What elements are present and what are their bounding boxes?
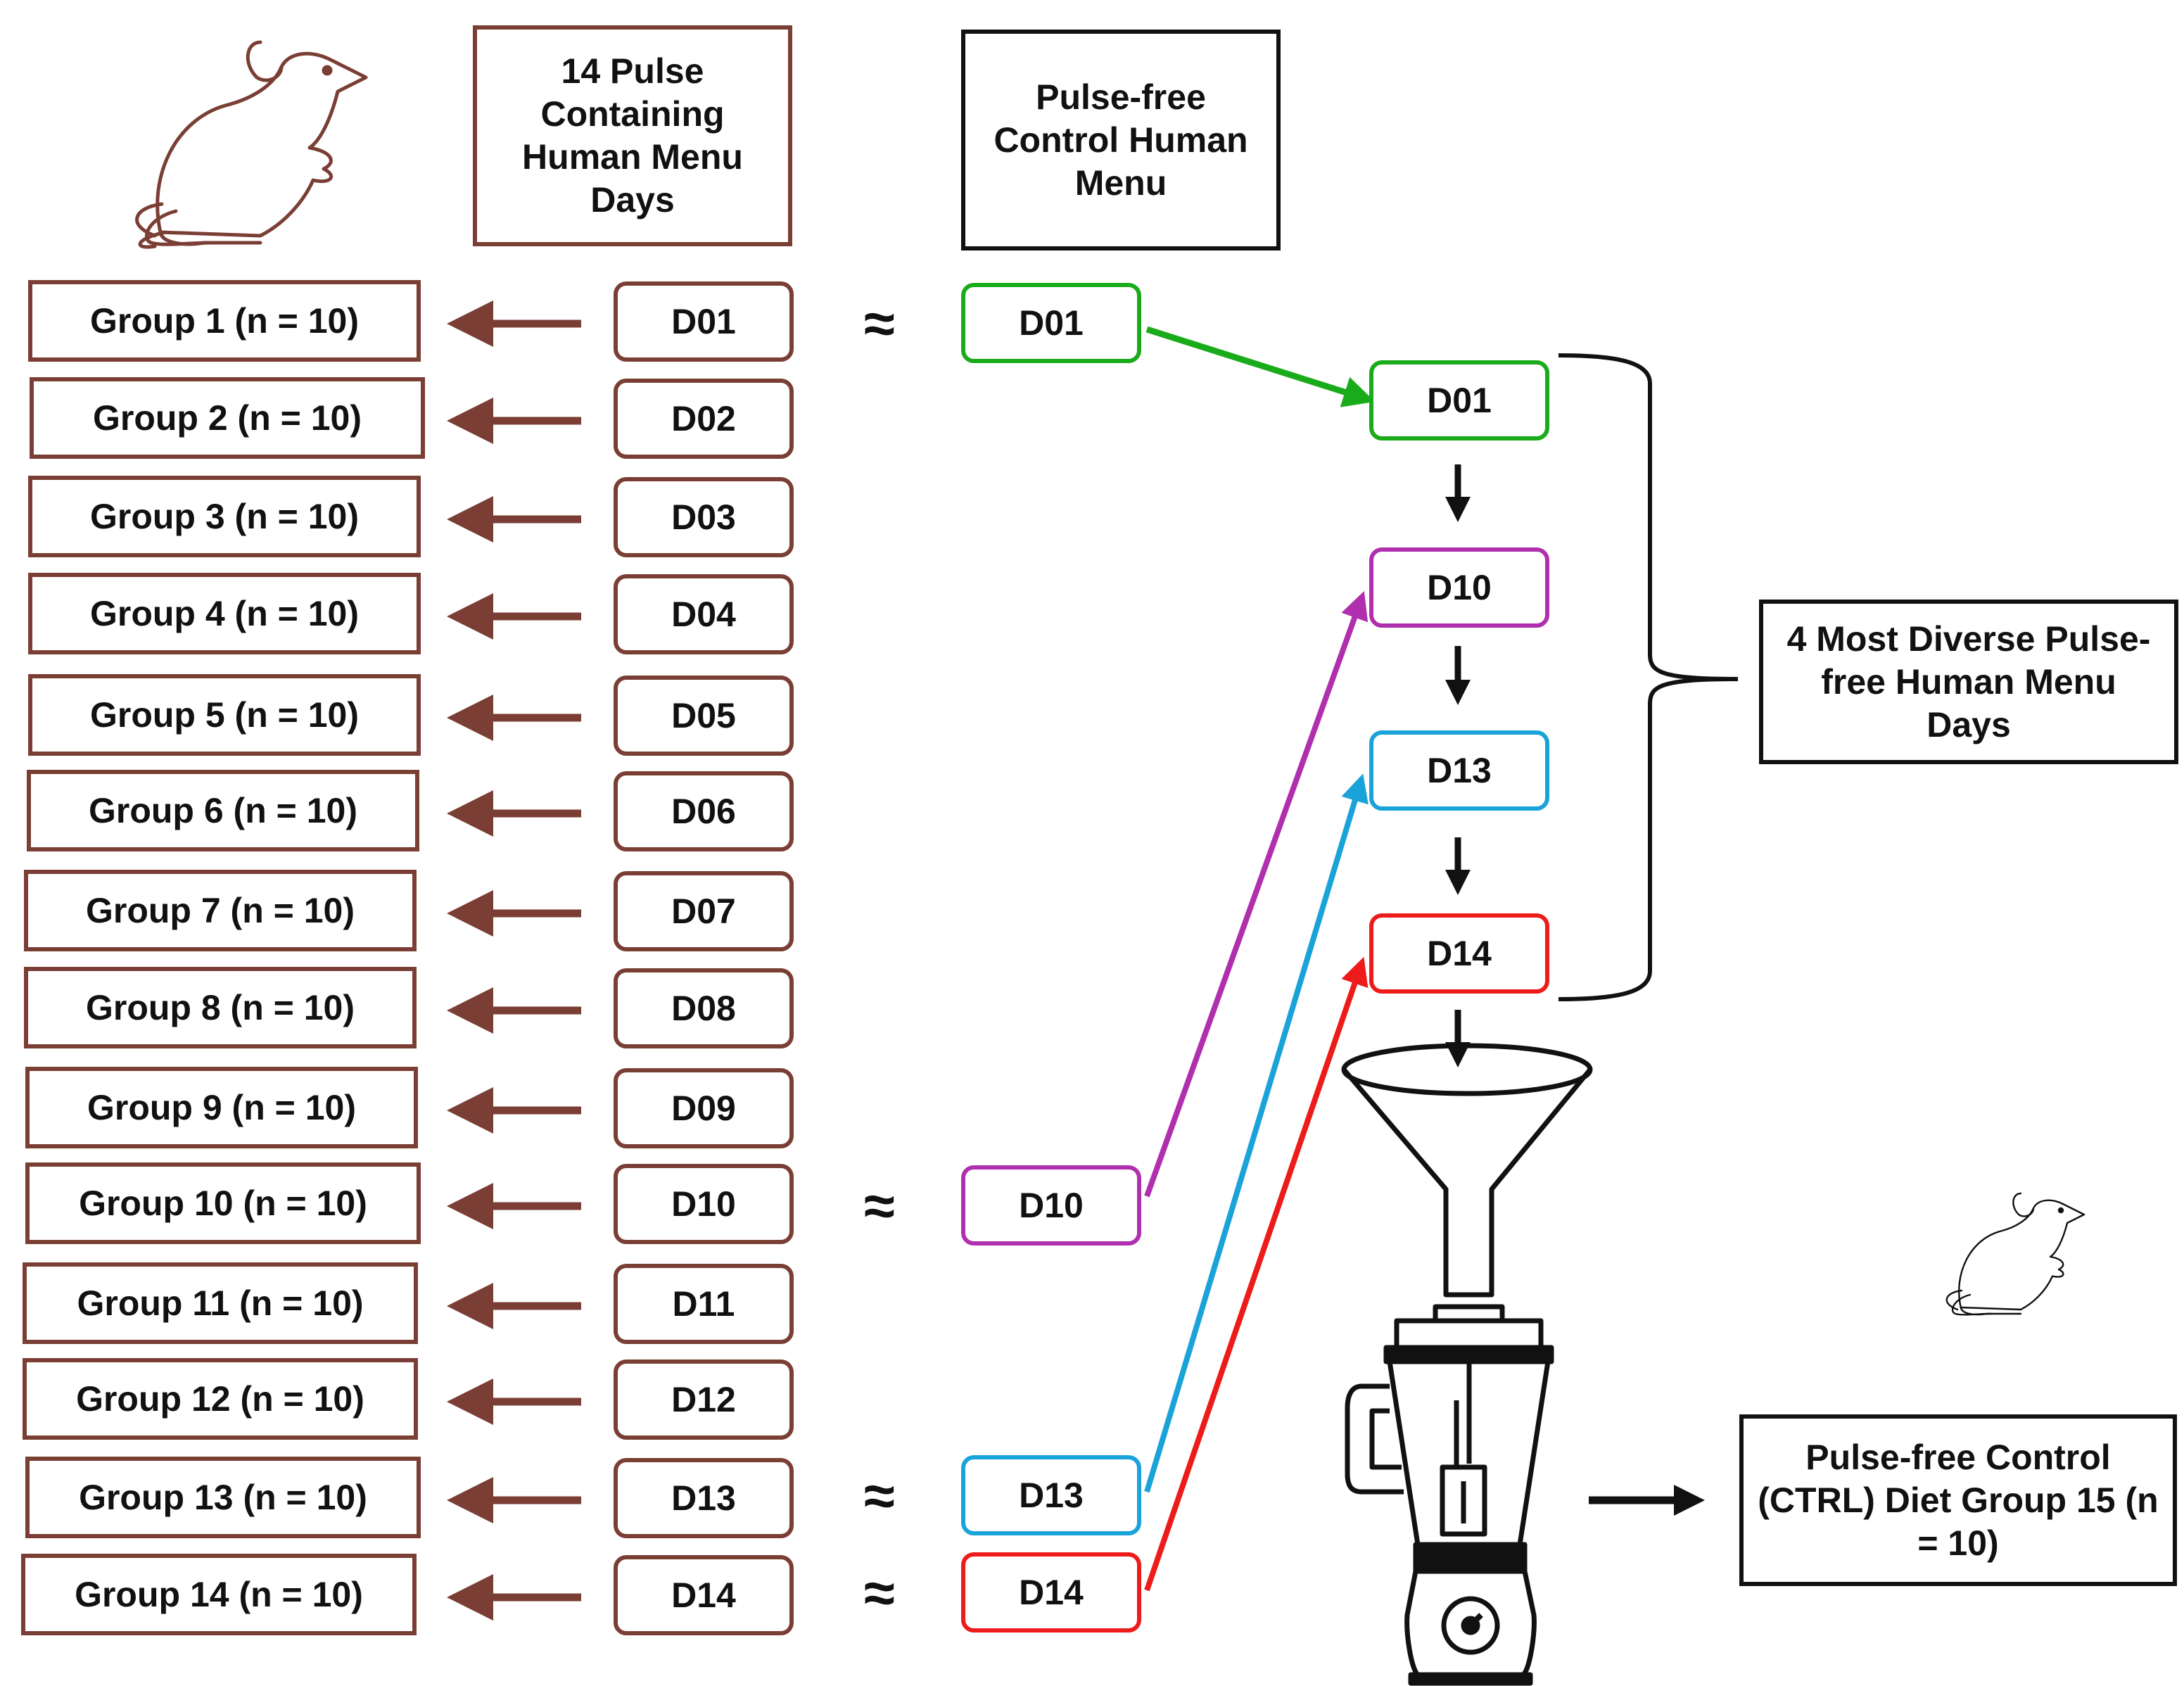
pulse-day-label: D05 [671, 695, 736, 735]
group-label: Group 5 (n = 10) [89, 695, 359, 735]
pulse-day-box: D01 [614, 281, 794, 362]
group-box: Group 8 (n = 10) [24, 967, 417, 1048]
diverse-day-box: D01 [1369, 360, 1549, 440]
diverse-day-box: D10 [1369, 547, 1549, 628]
connector-arrow-d14 [1144, 956, 1369, 1592]
control-day-label: D01 [1019, 303, 1084, 343]
pulse-day-box: D08 [614, 968, 794, 1048]
pulse-day-label: D08 [671, 988, 736, 1028]
diverse-day-box: D13 [1369, 730, 1549, 811]
pulse-day-label: D06 [671, 791, 736, 831]
diverse-days-label: 4 Most Diverse Pulse-free Human Menu Day… [1759, 600, 2178, 764]
approx-symbol: ≈ [864, 1174, 895, 1237]
pulse-day-box: D09 [614, 1068, 794, 1148]
mouse-icon [1945, 1192, 2085, 1316]
group-label: Group 1 (n = 10) [89, 300, 359, 341]
pulse-day-label: D01 [671, 301, 736, 341]
group-box: Group 5 (n = 10) [28, 674, 421, 756]
group-box: Group 14 (n = 10) [21, 1554, 417, 1635]
diverse-day-label: D13 [1427, 750, 1492, 790]
group-label: Group 10 (n = 10) [79, 1183, 367, 1223]
brace [1558, 353, 1739, 1001]
pulse-menu-header-text: 14 Pulse Containing Human Menu Days [522, 51, 743, 220]
pulse-day-box: D11 [614, 1264, 794, 1344]
connector-arrow-d10 [1144, 590, 1369, 1198]
control-menu-header: Pulse-free Control Human Menu [961, 30, 1281, 251]
control-day-label: D13 [1019, 1475, 1084, 1515]
group-label: Group 4 (n = 10) [89, 593, 359, 633]
pulse-day-to-group-arrows [447, 300, 581, 1621]
pulse-day-label: D09 [671, 1088, 736, 1128]
diverse-days-label-text: 4 Most Diverse Pulse-free Human Menu Day… [1786, 619, 2151, 744]
approx-symbol: ≈ [864, 1561, 895, 1624]
pulse-menu-header: 14 Pulse Containing Human Menu Days [473, 25, 792, 246]
group-label: Group 11 (n = 10) [77, 1283, 364, 1323]
pulse-day-label: D02 [671, 398, 736, 438]
pulse-day-label: D11 [672, 1283, 735, 1324]
group-box: Group 6 (n = 10) [27, 770, 419, 851]
group-label: Group 14 (n = 10) [75, 1574, 363, 1614]
pulse-day-box: D03 [614, 477, 794, 557]
group-box: Group 1 (n = 10) [28, 280, 421, 362]
pulse-day-box: D02 [614, 379, 794, 459]
ctrl-diet-label: Pulse-free Control (CTRL) Diet Group 15 … [1739, 1414, 2177, 1586]
pulse-day-box: D05 [614, 676, 794, 756]
group-box: Group 3 (n = 10) [28, 476, 421, 557]
control-day-box: D01 [961, 283, 1141, 363]
pulse-day-box: D12 [614, 1359, 794, 1440]
connector-arrow-d01 [1145, 326, 1376, 407]
group-label: Group 8 (n = 10) [85, 987, 355, 1027]
pulse-day-box: D07 [614, 871, 794, 951]
pulse-day-label: D14 [671, 1575, 736, 1615]
mouse-icon [135, 40, 368, 249]
control-day-box: D10 [961, 1165, 1141, 1246]
group-box: Group 12 (n = 10) [23, 1358, 418, 1440]
approx-symbol: ≈ [864, 292, 895, 355]
control-day-label: D14 [1019, 1572, 1084, 1612]
group-label: Group 7 (n = 10) [85, 890, 355, 930]
diverse-day-label: D10 [1427, 567, 1492, 607]
pulse-day-box: D04 [614, 574, 794, 654]
control-menu-header-text: Pulse-free Control Human Menu [993, 77, 1248, 203]
control-day-box: D14 [961, 1552, 1141, 1633]
group-box: Group 7 (n = 10) [24, 870, 417, 951]
group-box: Group 13 (n = 10) [25, 1457, 421, 1538]
group-label: Group 12 (n = 10) [76, 1378, 364, 1419]
pulse-day-box: D13 [614, 1458, 794, 1538]
pulse-day-label: D13 [671, 1478, 736, 1518]
group-label: Group 3 (n = 10) [89, 496, 359, 536]
pulse-day-label: D07 [671, 891, 736, 931]
pulse-day-box: D06 [614, 771, 794, 851]
pulse-day-label: D03 [671, 497, 736, 537]
ctrl-diet-label-text: Pulse-free Control (CTRL) Diet Group 15 … [1758, 1437, 2159, 1563]
group-box: Group 11 (n = 10) [23, 1262, 418, 1344]
approx-symbol: ≈ [864, 1464, 895, 1527]
group-label: Group 2 (n = 10) [92, 398, 362, 438]
pulse-day-label: D10 [671, 1184, 736, 1224]
group-label: Group 13 (n = 10) [79, 1477, 367, 1517]
pulse-day-box: D14 [614, 1555, 794, 1635]
group-box: Group 9 (n = 10) [25, 1067, 418, 1148]
diverse-day-box: D14 [1369, 913, 1549, 994]
pulse-day-box: D10 [614, 1164, 794, 1244]
pulse-day-label: D12 [671, 1379, 736, 1419]
diverse-day-label: D14 [1427, 933, 1492, 973]
group-label: Group 9 (n = 10) [87, 1087, 356, 1127]
control-day-label: D10 [1019, 1185, 1084, 1225]
group-box: Group 4 (n = 10) [28, 573, 421, 654]
diverse-day-label: D01 [1427, 380, 1492, 420]
pulse-day-label: D04 [671, 594, 736, 634]
group-box: Group 10 (n = 10) [25, 1162, 421, 1244]
connector-arrow-d13 [1144, 773, 1369, 1493]
group-box: Group 2 (n = 10) [30, 377, 425, 459]
blender-icon [1345, 1304, 1554, 1686]
group-label: Group 6 (n = 10) [88, 790, 357, 830]
control-day-box: D13 [961, 1455, 1141, 1535]
funnel-icon [1341, 1043, 1593, 1298]
